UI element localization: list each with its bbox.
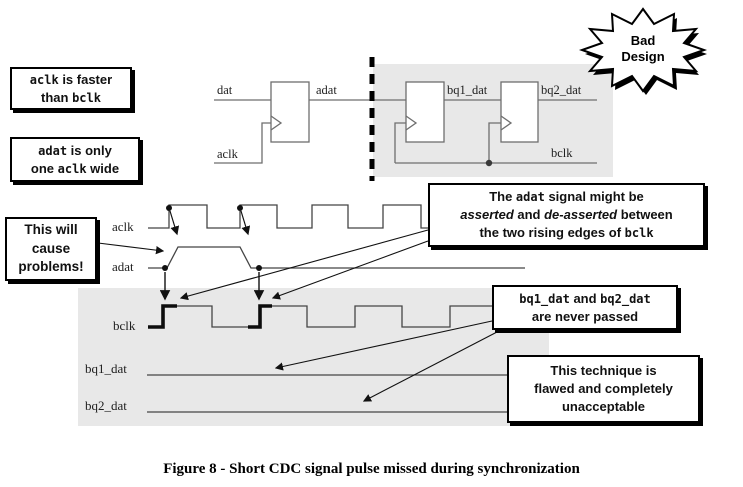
flipflop-bclk-1 — [405, 81, 445, 143]
bad-design-line2: Design — [621, 49, 665, 64]
bclk-wave-thick — [248, 304, 272, 329]
wave-label-bclk: bclk — [113, 318, 136, 333]
callout-line: The adat signal might be — [430, 188, 703, 206]
edge-dot — [166, 205, 172, 211]
figure-caption: Figure 8 - Short CDC signal pulse missed… — [163, 461, 580, 477]
edge-arrow — [169, 210, 180, 236]
problems-arrow — [97, 242, 165, 255]
label-bclk: bclk — [551, 146, 573, 160]
label-adat: adat — [316, 83, 337, 97]
label-bq1-dat: bq1_dat — [447, 83, 488, 97]
callout-line: flawed and completely — [534, 381, 673, 397]
wire-bclk-branch1 — [394, 122, 406, 163]
bclk-wave — [177, 305, 248, 328]
note-line: problems! — [18, 259, 84, 275]
text-segment: between — [617, 207, 673, 223]
wave-label-bq1-dat: bq1_dat — [85, 361, 127, 376]
label-aclk: aclk — [217, 147, 239, 161]
flipflop-bclk-2 — [500, 81, 539, 143]
bad-design-star — [578, 7, 708, 95]
text-segment: aclk — [57, 161, 87, 176]
might-arrow-2 — [271, 240, 429, 300]
note-problems: This will cause problems! — [5, 217, 97, 281]
wave-label-bq2-dat: bq2_dat — [85, 398, 127, 413]
text-segment: one — [30, 160, 58, 176]
text-segment: asserted — [460, 207, 514, 223]
waveform-bq2-dat: bq2_dat — [85, 398, 508, 413]
bad-design-line1: Bad — [630, 33, 656, 48]
edge-dot — [256, 265, 262, 271]
text-segment: adat — [515, 190, 545, 205]
note-line: cause — [31, 240, 71, 256]
text-segment: the two rising edges of — [479, 224, 625, 240]
callout-line: asserted and de-asserted between — [430, 206, 703, 224]
circuit-labels: dat adat bq1_dat bq2_dat aclk bclk — [217, 83, 582, 161]
text-segment: is only — [67, 142, 112, 158]
text-segment: and — [513, 207, 545, 223]
note-line: This will — [24, 222, 78, 238]
wire-bclk-branch2 — [488, 122, 501, 163]
edge-arrow — [240, 210, 251, 236]
callout-line: This technique is — [550, 363, 657, 379]
might-arrow-1 — [179, 229, 429, 301]
wave-label-aclk: aclk — [112, 219, 134, 234]
star-outline — [578, 7, 708, 93]
clock-triangle — [500, 115, 513, 131]
text-segment: bq1_dat — [519, 291, 570, 306]
callout-never-passed: bq1_dat and bq2_dat are never passed — [492, 285, 678, 330]
text-segment: The — [489, 189, 516, 205]
edge-dot — [237, 205, 243, 211]
never-arrow-1 — [274, 320, 493, 371]
callout-adat-might: The adat signal might be asserted and de… — [428, 183, 705, 247]
bclk-wave — [272, 305, 493, 328]
junction-dot — [485, 159, 493, 167]
wave-label-adat: adat — [112, 259, 134, 274]
text-segment: than — [41, 89, 73, 105]
shaded-region-bclk-waves — [78, 288, 549, 426]
waveform-adat: adat — [112, 246, 525, 301]
callout-line: unacceptable — [561, 398, 646, 414]
callout-line: bq1_dat and bq2_dat — [494, 290, 676, 308]
waveform-aclk: aclk — [112, 204, 428, 236]
text-segment: de-asserted — [544, 207, 618, 223]
note-line: than bclk — [12, 89, 130, 107]
text-segment: adat — [38, 143, 68, 158]
wire-aclk — [214, 122, 271, 164]
flipflop-aclk — [270, 81, 310, 143]
text-segment: bclk — [72, 90, 101, 105]
note-line: adat is only — [12, 142, 138, 160]
text-segment: bq2_dat — [600, 291, 651, 306]
text-segment: signal might be — [544, 189, 644, 205]
note-line: one aclk wide — [12, 160, 138, 178]
annotation-arrows — [97, 229, 498, 402]
text-segment: is faster — [58, 71, 113, 87]
bad-design-label: Bad Design — [583, 33, 703, 65]
bclk-wave-thick — [148, 304, 177, 329]
aclk-wave — [148, 204, 428, 229]
text-segment: bclk — [624, 225, 654, 240]
clock-triangle — [405, 115, 418, 131]
adat-wave — [148, 246, 525, 269]
edge-dot — [162, 265, 168, 271]
text-segment: aclk — [29, 72, 59, 87]
clock-triangle — [270, 115, 283, 131]
label-dat: dat — [217, 83, 233, 97]
note-line: aclk is faster — [12, 71, 130, 89]
note-aclk-faster: aclk is faster than bclk — [10, 67, 132, 110]
note-adat-wide: adat is only one aclk wide — [10, 137, 140, 182]
waveform-bclk: bclk — [113, 304, 493, 333]
callout-flawed: This technique is flawed and completely … — [507, 355, 700, 423]
circuit-diagram — [214, 81, 597, 167]
never-arrow-2 — [362, 331, 498, 402]
callout-line: the two rising edges of bclk — [430, 224, 703, 242]
callout-line: are never passed — [531, 308, 639, 324]
waveform-bq1-dat: bq1_dat — [85, 361, 508, 376]
shaded-regions — [78, 64, 613, 426]
text-segment: wide — [86, 160, 120, 176]
label-bq2-dat: bq2_dat — [541, 83, 582, 97]
text-segment: and — [569, 290, 601, 306]
